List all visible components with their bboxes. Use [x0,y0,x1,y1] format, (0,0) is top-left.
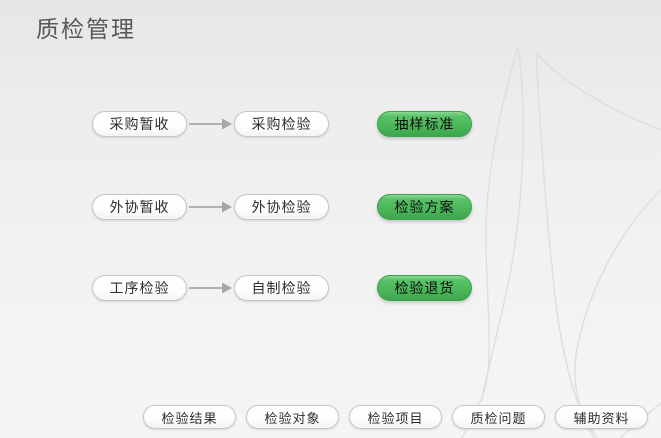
bottom-nav-button-auxiliary-data[interactable]: 辅助资料 [555,405,648,429]
arrow-right-icon [187,275,234,301]
action-button-sampling-standard[interactable]: 抽样标准 [377,111,472,137]
flow-row-purchase: 采购暂收 采购检验 抽样标准 [92,111,472,137]
bottom-nav-button-quality-issue[interactable]: 质检问题 [452,405,545,429]
arrow-right-icon [187,194,234,220]
arrow-right-icon [187,111,234,137]
flow-row-outsourcing: 外协暂收 外协检验 检验方案 [92,194,472,220]
page-title: 质检管理 [36,16,136,42]
flow-row-process: 工序检验 自制检验 检验退货 [92,275,472,301]
bottom-nav-button-inspection-object[interactable]: 检验对象 [246,405,339,429]
flow-target-button-outsourcing[interactable]: 外协检验 [234,194,329,220]
flow-target-button-purchase[interactable]: 采购检验 [234,111,329,137]
flow-source-button-purchase[interactable]: 采购暂收 [92,111,187,137]
bottom-nav: 检验结果 检验对象 检验项目 质检问题 辅助资料 [143,405,648,429]
flow-target-button-process[interactable]: 自制检验 [234,275,329,301]
action-button-inspection-plan[interactable]: 检验方案 [377,194,472,220]
bottom-nav-button-inspection-result[interactable]: 检验结果 [143,405,236,429]
flow-source-button-outsourcing[interactable]: 外协暂收 [92,194,187,220]
action-button-inspection-return[interactable]: 检验退货 [377,275,472,301]
flow-source-button-process[interactable]: 工序检验 [92,275,187,301]
bottom-nav-button-inspection-item[interactable]: 检验项目 [349,405,442,429]
